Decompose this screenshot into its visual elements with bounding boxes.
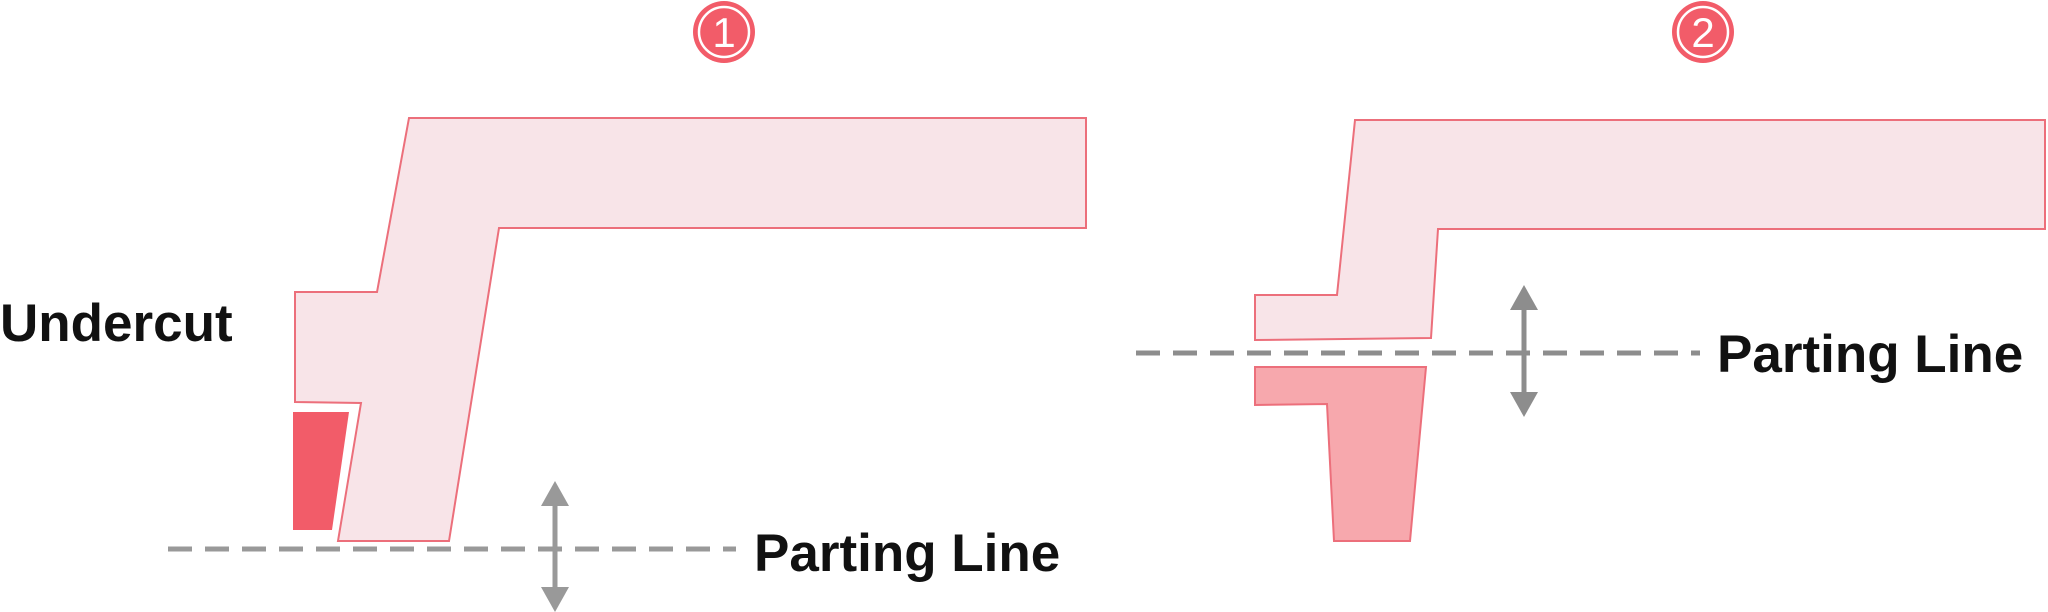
panel-step-2: 2 Parting Line — [1136, 1, 2046, 542]
molded-part-2-lower — [1254, 366, 1428, 542]
step-2-badge: 2 — [1672, 1, 1734, 63]
parting-line-label-2: Parting Line — [1717, 325, 2023, 384]
undercut-block — [293, 412, 349, 530]
undercut-label: Undercut — [0, 294, 233, 353]
step-2-badge-outer — [1672, 1, 1734, 63]
panel-step-1: 1 Undercut Parting Line — [0, 1, 1087, 612]
molded-part-2-upper — [1254, 119, 2046, 342]
step-1-badge: 1 — [693, 1, 755, 63]
parting-line-label-1: Parting Line — [754, 524, 1060, 583]
step-2-number: 2 — [1691, 9, 1714, 56]
step-1-badge-ring — [697, 5, 751, 59]
step-1-number: 1 — [712, 9, 735, 56]
double-arrow-2-icon — [1510, 285, 1538, 417]
step-2-badge-ring — [1676, 5, 1730, 59]
double-arrow-1-icon — [541, 481, 569, 612]
molded-part-1 — [294, 117, 1087, 542]
step-1-badge-outer — [693, 1, 755, 63]
